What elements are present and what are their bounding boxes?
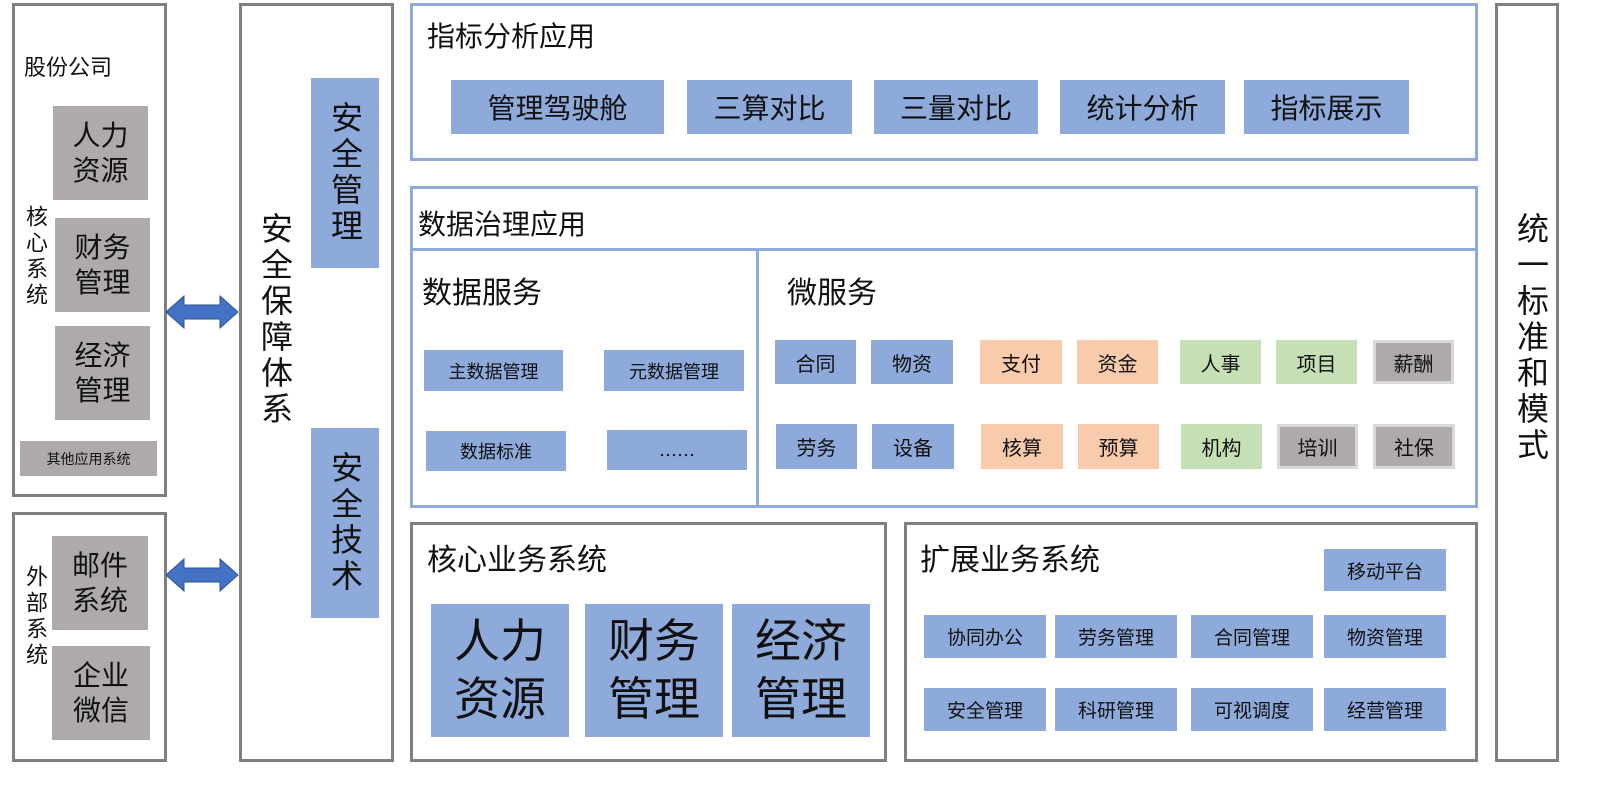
core-item-economic: 经济 管理	[55, 326, 150, 420]
extended-item: 劳务管理	[1055, 615, 1177, 658]
governance-panel	[410, 186, 1478, 508]
extended-item: 可视调度	[1191, 688, 1313, 731]
micro-item: 社保	[1373, 424, 1455, 469]
indicator-item: 统计分析	[1060, 80, 1225, 134]
micro-item: 机构	[1181, 424, 1262, 469]
core-business-item: 人力 资源	[431, 604, 569, 737]
external-label: 外部系统	[22, 565, 47, 669]
security-panel	[239, 3, 394, 762]
double-arrow-icon	[165, 294, 239, 330]
indicator-item: 三算对比	[687, 80, 852, 134]
governance-title: 数据治理应用	[418, 208, 587, 241]
divider	[410, 248, 1478, 251]
indicator-item: 三量对比	[874, 80, 1038, 134]
extended-item: 合同管理	[1191, 615, 1313, 658]
micro-service-title: 微服务	[787, 276, 877, 311]
core-business-item: 经济 管理	[732, 604, 870, 737]
micro-item: 劳务	[776, 424, 857, 469]
company-title: 股份公司	[24, 56, 113, 81]
micro-item: 项目	[1276, 340, 1357, 384]
external-mail: 邮件 系统	[52, 536, 148, 630]
extended-panel	[904, 522, 1478, 762]
data-service-item: 元数据管理	[604, 350, 744, 391]
core-business-title: 核心业务系统	[427, 543, 607, 578]
company-panel	[12, 3, 167, 497]
data-service-item: ……	[607, 430, 747, 470]
standard-title: 统一标准和模式	[1512, 212, 1550, 464]
external-panel	[12, 512, 167, 762]
indicator-item: 指标展示	[1244, 80, 1409, 134]
micro-item: 人事	[1180, 340, 1261, 384]
micro-item: 培训	[1277, 424, 1358, 469]
core-business-panel	[410, 522, 887, 762]
extended-item: 安全管理	[924, 688, 1046, 731]
micro-item: 薪酬	[1373, 340, 1454, 384]
security-title: 安全保障体系	[256, 212, 294, 428]
data-service-title: 数据服务	[422, 276, 542, 311]
data-service-item: 数据标准	[426, 431, 566, 471]
divider	[756, 250, 759, 506]
micro-item: 合同	[775, 340, 856, 384]
extended-item: 协同办公	[924, 615, 1046, 658]
other-systems: 其他应用系统	[20, 441, 157, 476]
micro-item: 物资	[871, 340, 953, 384]
core-item-hr: 人力 资源	[53, 106, 148, 200]
micro-item: 核算	[981, 424, 1063, 469]
micro-item: 支付	[980, 340, 1062, 384]
standard-panel	[1495, 3, 1559, 762]
indicator-item: 管理驾驶舱	[451, 80, 664, 134]
data-service-item: 主数据管理	[424, 350, 563, 391]
indicator-title: 指标分析应用	[427, 20, 596, 53]
core-business-item: 财务 管理	[585, 604, 723, 737]
core-item-finance: 财务 管理	[55, 218, 150, 312]
core-system-label: 核心系统	[22, 205, 47, 309]
micro-item: 预算	[1078, 424, 1159, 469]
external-wechat: 企业 微信	[52, 646, 150, 740]
mobile-platform: 移动平台	[1324, 549, 1446, 591]
micro-item: 设备	[872, 424, 954, 469]
security-technology: 安全技术	[311, 428, 379, 618]
extended-item: 科研管理	[1055, 688, 1177, 731]
extended-item: 物资管理	[1324, 615, 1446, 658]
extended-title: 扩展业务系统	[920, 543, 1100, 578]
double-arrow-icon	[165, 557, 239, 593]
micro-item: 资金	[1077, 340, 1158, 384]
security-management: 安全管理	[311, 78, 379, 268]
extended-item: 经营管理	[1324, 688, 1446, 731]
indicator-panel	[410, 3, 1478, 161]
